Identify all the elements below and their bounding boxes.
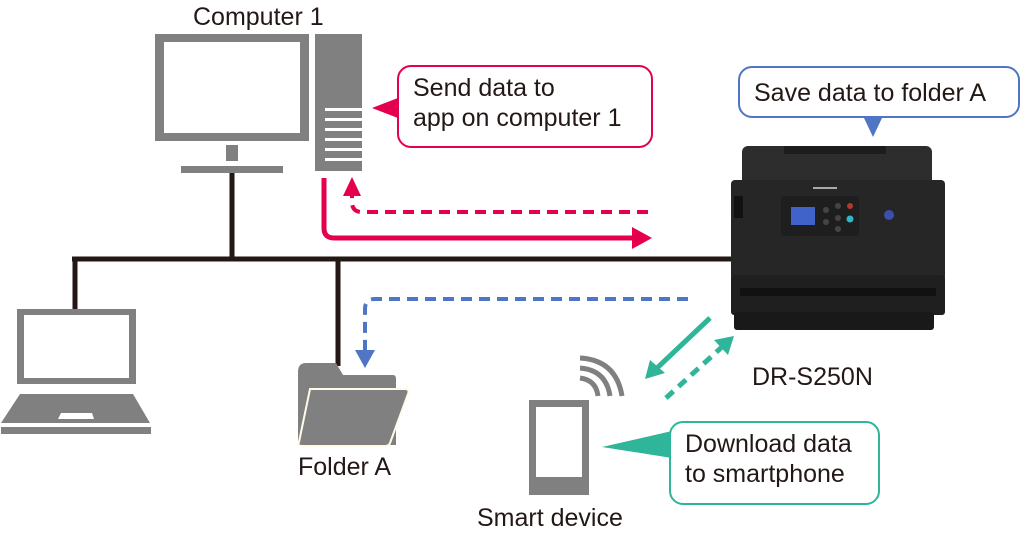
save-callout-text: Save data to folder A	[754, 79, 987, 107]
network-lines	[72, 170, 740, 366]
laptop-icon	[1, 309, 151, 434]
download-data-callout: Download data to smartphone	[669, 421, 880, 505]
download-arrow	[654, 316, 712, 371]
smartphone-icon	[529, 400, 589, 495]
send-callout-line2: app on computer 1	[413, 104, 622, 132]
folder-icon	[297, 363, 410, 447]
request-data-arrow	[350, 192, 648, 214]
send-callout-pointer	[372, 98, 398, 118]
send-callout-line1: Send data to	[413, 74, 555, 102]
save-data-callout: Save data to folder A	[738, 66, 1020, 118]
folder-label: Folder A	[298, 453, 392, 481]
wifi-icon	[579, 355, 625, 397]
computer-monitor-icon	[155, 34, 309, 173]
computer-tower-icon	[315, 34, 362, 171]
request-arrow	[664, 344, 725, 400]
blue-flow-arrow	[355, 297, 688, 368]
download-callout-line2: to smartphone	[685, 460, 845, 488]
red-flow-arrows	[321, 177, 652, 249]
scanner-image	[731, 146, 945, 330]
send-data-arrow	[321, 178, 632, 241]
send-data-callout: Send data to app on computer 1	[397, 65, 653, 148]
download-callout-line1: Download data	[685, 430, 852, 458]
smart-device-label: Smart device	[477, 504, 623, 532]
teal-flow-arrows	[645, 316, 734, 400]
download-callout-pointer	[602, 431, 672, 458]
save-callout-pointer	[864, 118, 882, 137]
computer-label: Computer 1	[193, 3, 324, 31]
scanner-label: DR-S250N	[752, 363, 873, 391]
